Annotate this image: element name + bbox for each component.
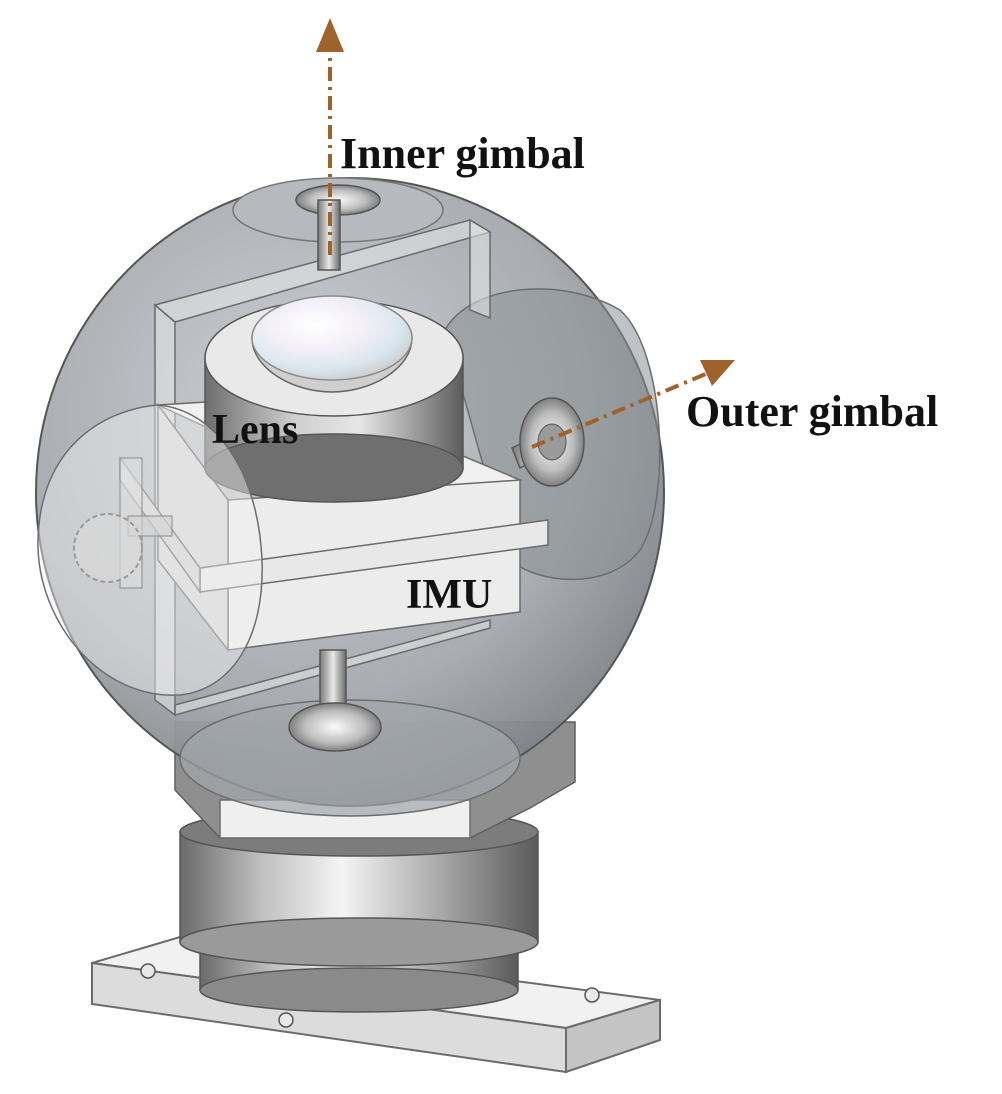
left-cap (37, 404, 263, 696)
outer-gimbal-arrowhead-icon (700, 360, 735, 386)
screw-icon (140, 963, 156, 979)
lens-glass (251, 295, 413, 381)
inner-gimbal-arrowhead-icon (316, 18, 344, 52)
gear-icon (73, 513, 143, 583)
label-outer-gimbal: Outer gimbal (686, 387, 938, 436)
lens-assembly (204, 295, 464, 503)
bottom-cap (179, 699, 521, 817)
label-imu: IMU (406, 572, 492, 618)
label-lens: Lens (212, 407, 298, 453)
inner-shaft-bottom (288, 649, 382, 752)
outer-shaft-right (511, 397, 585, 487)
label-inner-gimbal: Inner gimbal (340, 129, 585, 178)
screw-icon (278, 1012, 294, 1028)
outer-gimbal-axis-arrow (531, 371, 709, 449)
screw-icon (584, 987, 600, 1003)
